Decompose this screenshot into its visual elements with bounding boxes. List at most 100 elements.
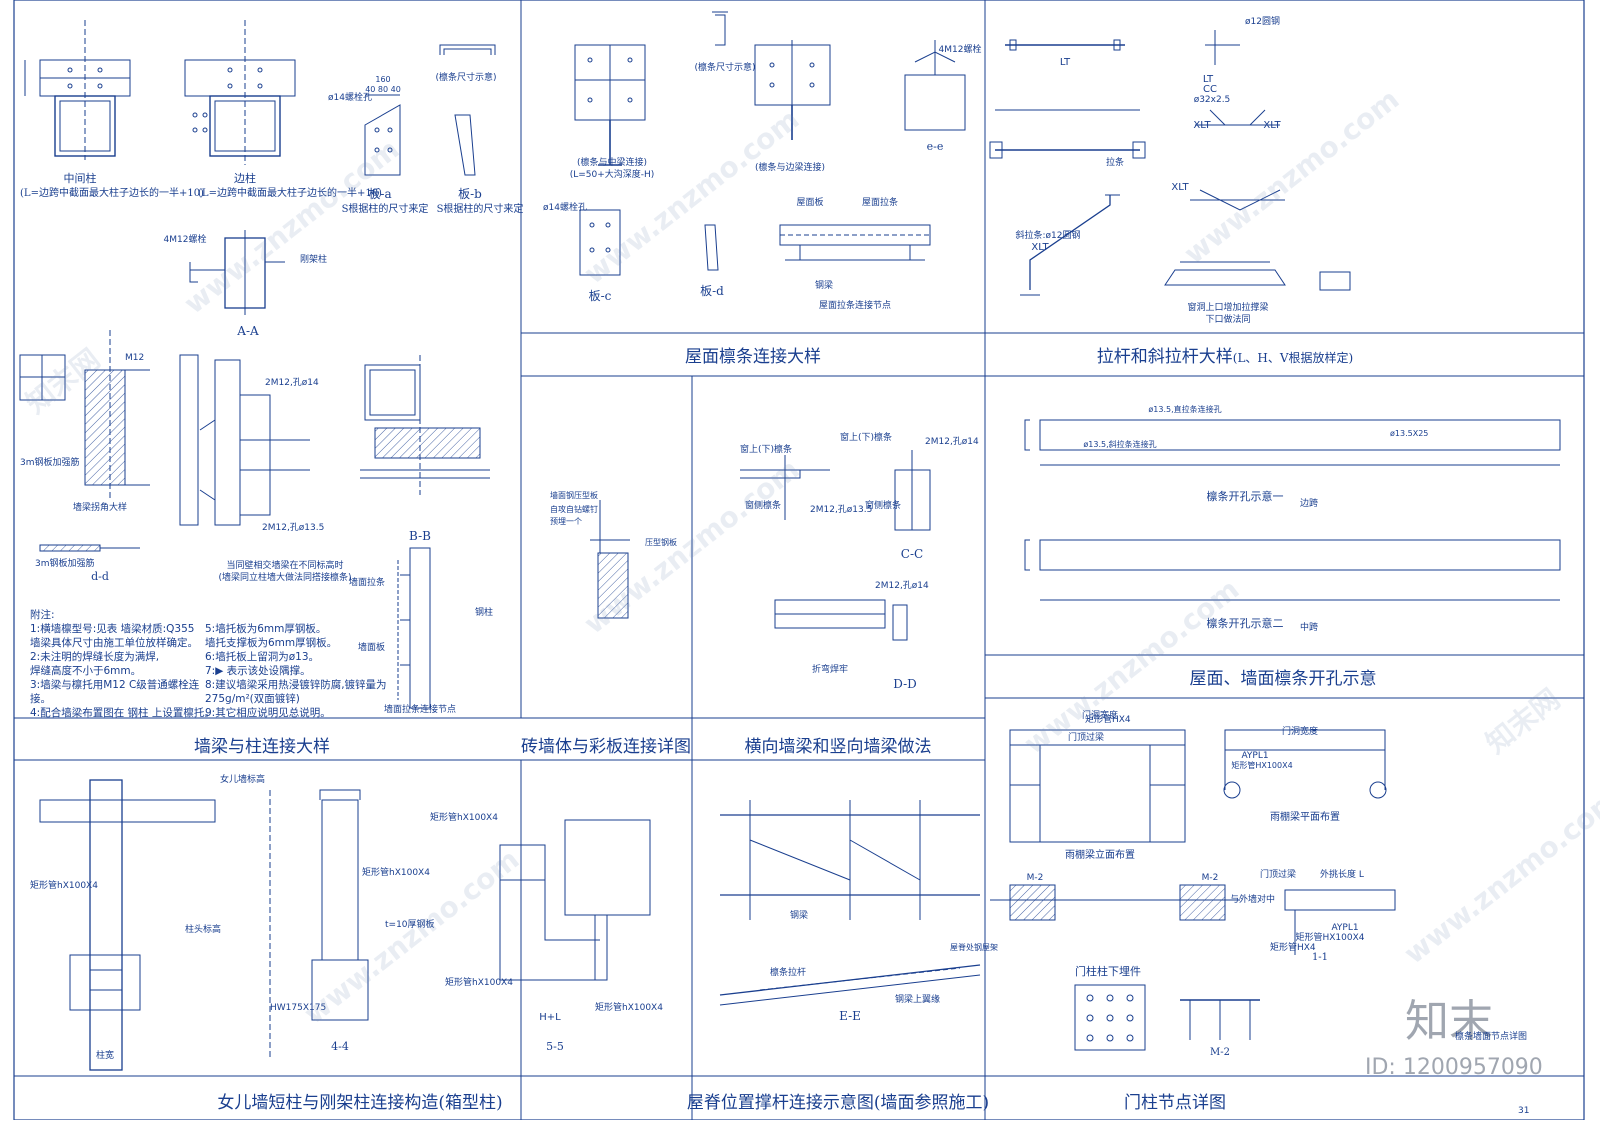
note-line: 7:▶ 表示该处设隅撑。 (205, 665, 311, 677)
parapet-4-4-sketch (269, 789, 369, 1060)
door-detail-small-label: 檩条墙面节点详图 (1455, 1032, 1528, 1042)
label-window-purlin-top: 窗上(下)檩条 (840, 431, 892, 443)
label-bolt-2m12-14: 2M12,孔ø14 (265, 377, 319, 388)
label-m2: M-2 (1210, 1047, 1230, 1058)
label-section-bb: B-B (409, 529, 431, 543)
label-side-column: 边柱 (234, 171, 256, 185)
label-ypl1: AYPL1 (1241, 751, 1268, 761)
label-bolt-2m12-135: 2M12,孔ø13.5 (262, 522, 324, 533)
label-ridge-note: 屋脊处钢屋架 (950, 942, 998, 952)
wall-beam-frame-sketch (360, 355, 490, 495)
label-door-width: 门洞宽度 (1282, 725, 1318, 737)
label-roof-board: 屋面板 (796, 196, 823, 208)
label-window-side-purlin: 窗侧檩条 (745, 499, 781, 511)
label-dim-160: 160 (375, 75, 390, 84)
notes-title: 附注: (30, 609, 55, 621)
note-line: 4:配合墙梁布置图在 钢柱 上设置檩托。 (30, 707, 215, 719)
slope-tie-sketch (1020, 194, 1120, 296)
label-purlin-edge-beam: (檩条与边梁连接) (755, 161, 825, 173)
page-number: 31 (1518, 1106, 1530, 1116)
label-plate-c: 板-c (589, 289, 612, 303)
label-brick-wall-top: 墙面钢压型板 (550, 490, 598, 500)
label-purlin-size-note: (檩条尺寸示意) (435, 71, 496, 83)
note-line: 2:未注明的焊缝长度为满焊, (30, 651, 160, 663)
panel-title-wall-beam-column: 墙梁与柱连接大样 (194, 737, 330, 757)
label-parapet-top: 女儿墙标高 (220, 773, 265, 785)
label-purlin-formula: (L=50+大沟深度-H) (570, 168, 655, 180)
plate-d-sketch (704, 224, 719, 271)
label-wall-board: 墙面板 (358, 641, 385, 653)
label-plate-10: t=10厚钢板 (385, 918, 435, 930)
panel-title-ridge: 屋脊位置撑杆连接示意图(墙面参照施工) (686, 1093, 990, 1113)
section-aa-sketch (189, 230, 285, 315)
label-slope-tie: 斜拉条:ø12圆钢 (1016, 229, 1081, 241)
label-rect-pipe: 矩形管hX100X4 (445, 976, 513, 988)
label-ypl1-hx: 矩形管HX100X4 (1231, 760, 1292, 770)
label-door-elevation: 雨棚梁立面布置 (1065, 848, 1135, 861)
label-column-width: 柱宽 (96, 1049, 114, 1061)
purlin-hole-2-sketch (1024, 539, 1561, 601)
door-elevation-sketch (1009, 729, 1186, 843)
label-door-embed: 门柱柱下埋件 (1075, 964, 1141, 978)
note-line: 墙托支撑板为6mm厚钢板。 (205, 637, 338, 649)
label-plate-3m: 3m钢板加强筋 (35, 557, 95, 569)
door-m2-sketch (990, 884, 1240, 921)
label-brace-xlt: XLT (1031, 242, 1049, 253)
label-purlin-size-note: (檩条尺寸示意) (694, 61, 755, 73)
label-wall-tie: 墙面拉条 (349, 576, 385, 588)
label-hole-135: ø13.5,直拉条连接孔 (1148, 404, 1221, 414)
label-hole-135-oblique: ø13.5,斜拉条连接孔 (1083, 439, 1156, 449)
label-fold-corner: 折弯焊牢 (812, 663, 848, 675)
door-1-1-sketch (1284, 889, 1396, 955)
label-hx4: 矩形管HX4 (1085, 713, 1131, 725)
note-line: 9:其它相应说明见总说明。 (205, 707, 331, 719)
label-bolt-2m12-135: 2M12,孔ø13.5 (810, 504, 872, 515)
label-section-44: 4-4 (331, 1040, 349, 1053)
d-d-sketch (39, 544, 140, 552)
label-steel-column: 钢柱 (475, 606, 493, 618)
note-line: 6:墙托板上留洞为ø13。 (205, 651, 320, 663)
label-mid-column-formula: (L=边跨中截面最大柱子边长的一半+10) (20, 186, 204, 199)
label-purlin-mid-beam: (檩条与中梁连接) (577, 156, 647, 168)
label-purlin-hole-2: 檩条开孔示意二 (1207, 616, 1284, 630)
label-extend-length: 外挑长度 L (1320, 868, 1364, 880)
label-ridge-steel-beam: 钢梁上翼缘 (895, 993, 940, 1005)
label-pull-rod-lt: LT (1203, 74, 1214, 85)
label-mid-span: 中跨 (1300, 621, 1318, 633)
panel-title-parapet: 女儿墙短柱与刚架柱连接构造(箱型柱) (217, 1093, 503, 1113)
label-bolt-2m12-14: 2M12,孔ø14 (925, 436, 979, 447)
label-ridge-purlin: 檩条拉杆 (770, 966, 806, 978)
notes-left: 附注: 1:横墙檩型号:见表 墙梁材质:Q355 墙梁具体尺寸由施工单位放样确定… (30, 608, 220, 720)
brand-id: ID: 1200957090 (1365, 1055, 1543, 1080)
label-wall-tie-node: 墙面拉条连接节点 (384, 703, 456, 715)
label-m2: M-2 (1202, 873, 1219, 883)
label-roof-tie: 屋面拉条 (862, 196, 898, 208)
label-steel-beam: 钢梁 (790, 909, 808, 921)
label-pull-rod: 拉条 (1106, 156, 1124, 168)
label-steel-beam: 钢梁 (815, 279, 833, 291)
brand-logo: 知末 (1405, 996, 1493, 1047)
label-door-header: 门顶过梁 (1260, 868, 1296, 880)
label-edge-span: 边跨 (1300, 498, 1318, 509)
tie-rod-title-main: 拉杆和斜拉杆大样 (1096, 347, 1233, 367)
label-door-plan: 雨棚梁平面布置 (1270, 810, 1340, 823)
purlin-size-sketch-2 (712, 11, 728, 46)
note-line: 3:墙梁与檩托用M12 C级普通螺栓连接。 (30, 679, 200, 705)
parapet-column-sketch (39, 779, 216, 1071)
panel-title-hole-layout: 屋面、墙面檩条开孔示意 (1189, 669, 1377, 689)
label-m2: M-2 (1027, 873, 1044, 883)
note-line: 1:横墙檩型号:见表 墙梁材质:Q355 (30, 623, 195, 635)
label-mid-column: 中间柱 (64, 171, 97, 185)
wall-beam-column-sketch (179, 354, 310, 526)
label-section-ee: E-E (839, 1009, 861, 1023)
c-c-sketch (894, 450, 931, 531)
parapet-5-5-sketch (499, 819, 651, 981)
label-ypl1: AYPL1 (1331, 923, 1358, 933)
label-side-column-formula: (L=边跨中截面最大柱子边长的一半+10) (198, 186, 382, 199)
label-plate-b: 板-b (458, 187, 482, 201)
label-hx4: 矩形管HX4 (1270, 941, 1316, 953)
side-column-detail (184, 20, 296, 165)
ridge-ee-sketch (719, 964, 981, 1006)
